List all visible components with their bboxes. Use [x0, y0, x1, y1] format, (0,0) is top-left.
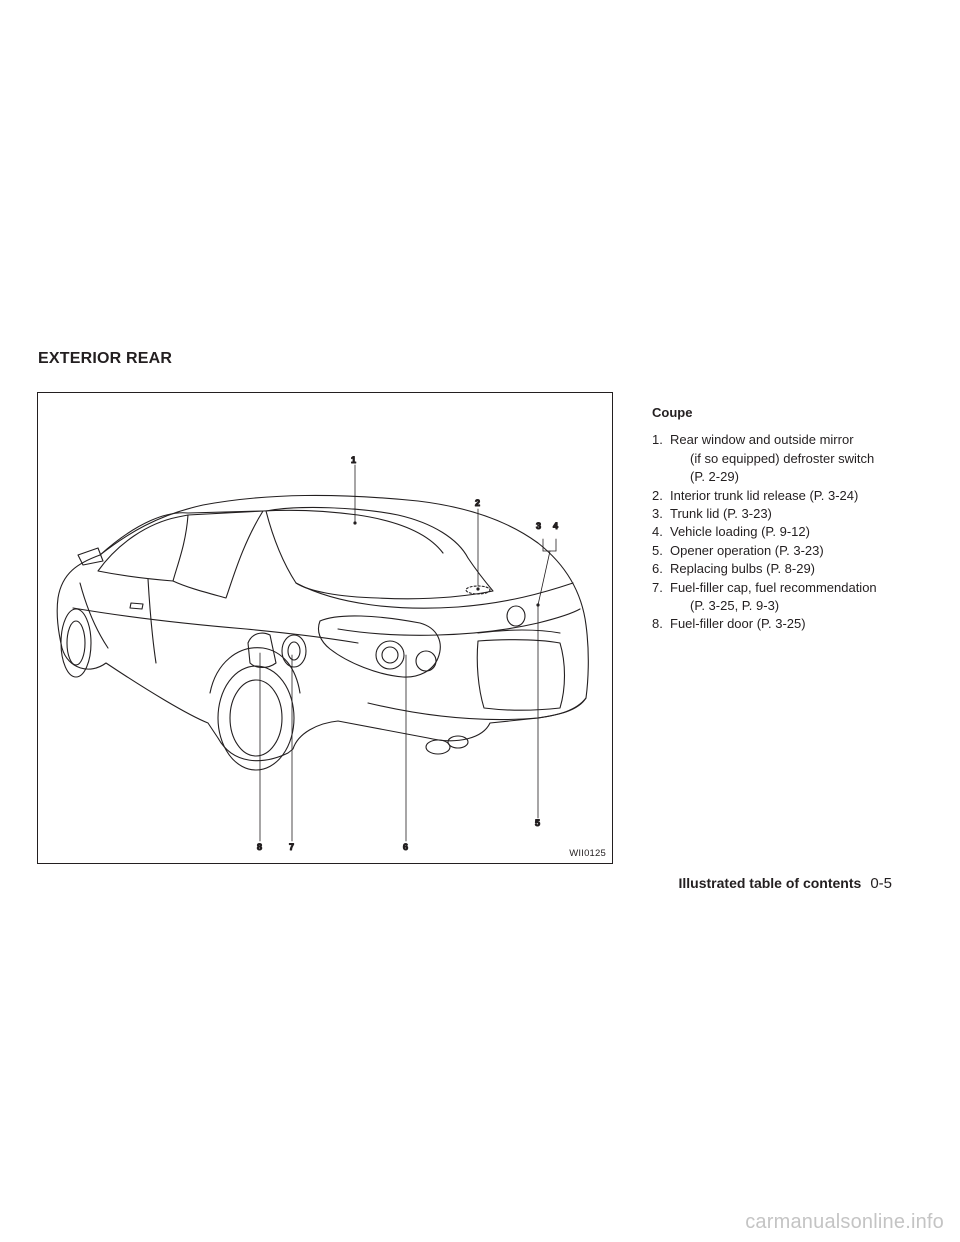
legend-item: 1. Rear window and outside mirror (if so… [652, 431, 942, 486]
door-line [79, 582, 109, 649]
callout-8: 8 [257, 842, 262, 852]
legend-item-text: Fuel-filler door (P. 3-25) [670, 616, 806, 632]
legend-item-number: 6. [652, 561, 663, 577]
trunk-edge [337, 608, 581, 636]
legend-item: 4. Vehicle loading (P. 9-12) [652, 523, 942, 541]
page-footer: Illustrated table of contents 0-5 [679, 875, 893, 892]
legend-item-text: Trunk lid (P. 3-23) [670, 506, 772, 522]
front-wheel [60, 608, 92, 678]
side-mirror [77, 547, 104, 566]
legend-item-number: 3. [652, 506, 663, 522]
exterior-rear-illustration: 1 2 3 4 5 6 7 8 WII0125 [37, 392, 613, 864]
legend-item-number: 1. [652, 432, 663, 448]
legend-item: 7. Fuel-filler cap, fuel recommendation … [652, 579, 942, 616]
legend-list: 1. Rear window and outside mirror (if so… [652, 431, 942, 633]
legend-item: 8. Fuel-filler door (P. 3-25) [652, 615, 942, 633]
callout-7: 7 [289, 842, 294, 852]
callout-1: 1 [351, 455, 356, 465]
legend-item-text: (P. 3-25, P. 9-3) [690, 598, 780, 614]
taillight [317, 615, 441, 678]
footer-chapter-title: Illustrated table of contents [678, 875, 862, 891]
legend-item: 5. Opener operation (P. 3-23) [652, 542, 942, 560]
legend-item-text: Rear window and outside mirror [670, 432, 854, 448]
car-roof [99, 509, 444, 556]
legend-item-text: Vehicle loading (P. 9-12) [670, 524, 810, 540]
legend-item-text: Fuel-filler cap, fuel recommendation [670, 579, 877, 595]
legend-heading: Coupe [652, 405, 693, 420]
trunk-lid [295, 582, 574, 609]
fuel-filler-cap [281, 634, 307, 668]
legend-item-text: (if so equipped) defroster switch [690, 450, 875, 466]
rear-wheel-arch [209, 647, 301, 694]
watermark-link[interactable]: carmanualsonline.info [745, 1211, 944, 1233]
callout-5: 5 [535, 818, 540, 828]
side-window [97, 514, 189, 582]
car-rear-drawing: 1 2 3 4 5 6 7 8 [56, 454, 589, 853]
callout-dots [353, 521, 540, 607]
c-pillar [172, 510, 264, 599]
legend-item: 3. Trunk lid (P. 3-23) [652, 505, 942, 523]
callout-2: 2 [475, 498, 480, 508]
legend-item-number: 8. [652, 616, 663, 632]
legend-item-text: Interior trunk lid release (P. 3-24) [670, 487, 859, 503]
section-title: EXTERIOR REAR [38, 350, 173, 367]
fuel-filler-door [247, 632, 277, 669]
rear-bumper [367, 697, 587, 721]
callout-leaders [259, 464, 557, 842]
rear-wheel [217, 665, 295, 771]
legend-item-number: 4. [652, 524, 663, 540]
legend-item-text: (P. 2-29) [690, 469, 739, 485]
license-plate-recess [476, 639, 565, 711]
legend-item-text: Opener operation (P. 3-23) [670, 542, 824, 558]
callout-4: 4 [553, 521, 558, 531]
legend-item: 6. Replacing bulbs (P. 8-29) [652, 560, 942, 578]
callout-3: 3 [536, 521, 541, 531]
figure-code: WII0125 [569, 848, 606, 859]
page-number: 0-5 [870, 875, 892, 892]
callout-6: 6 [403, 842, 408, 852]
emblem [506, 605, 526, 627]
legend-item: 2. Interior trunk lid release (P. 3-24) [652, 487, 942, 505]
legend-item-number: 2. [652, 487, 663, 503]
exhaust-tip [425, 739, 451, 755]
legend-item-number: 5. [652, 542, 663, 558]
door-handle [129, 602, 144, 610]
car-body-outline [56, 494, 589, 762]
legend-item-number: 7. [652, 579, 663, 595]
legend-item-text: Replacing bulbs (P. 8-29) [670, 561, 816, 577]
callout-legend: Coupe 1. Rear window and outside mirror … [652, 404, 942, 634]
